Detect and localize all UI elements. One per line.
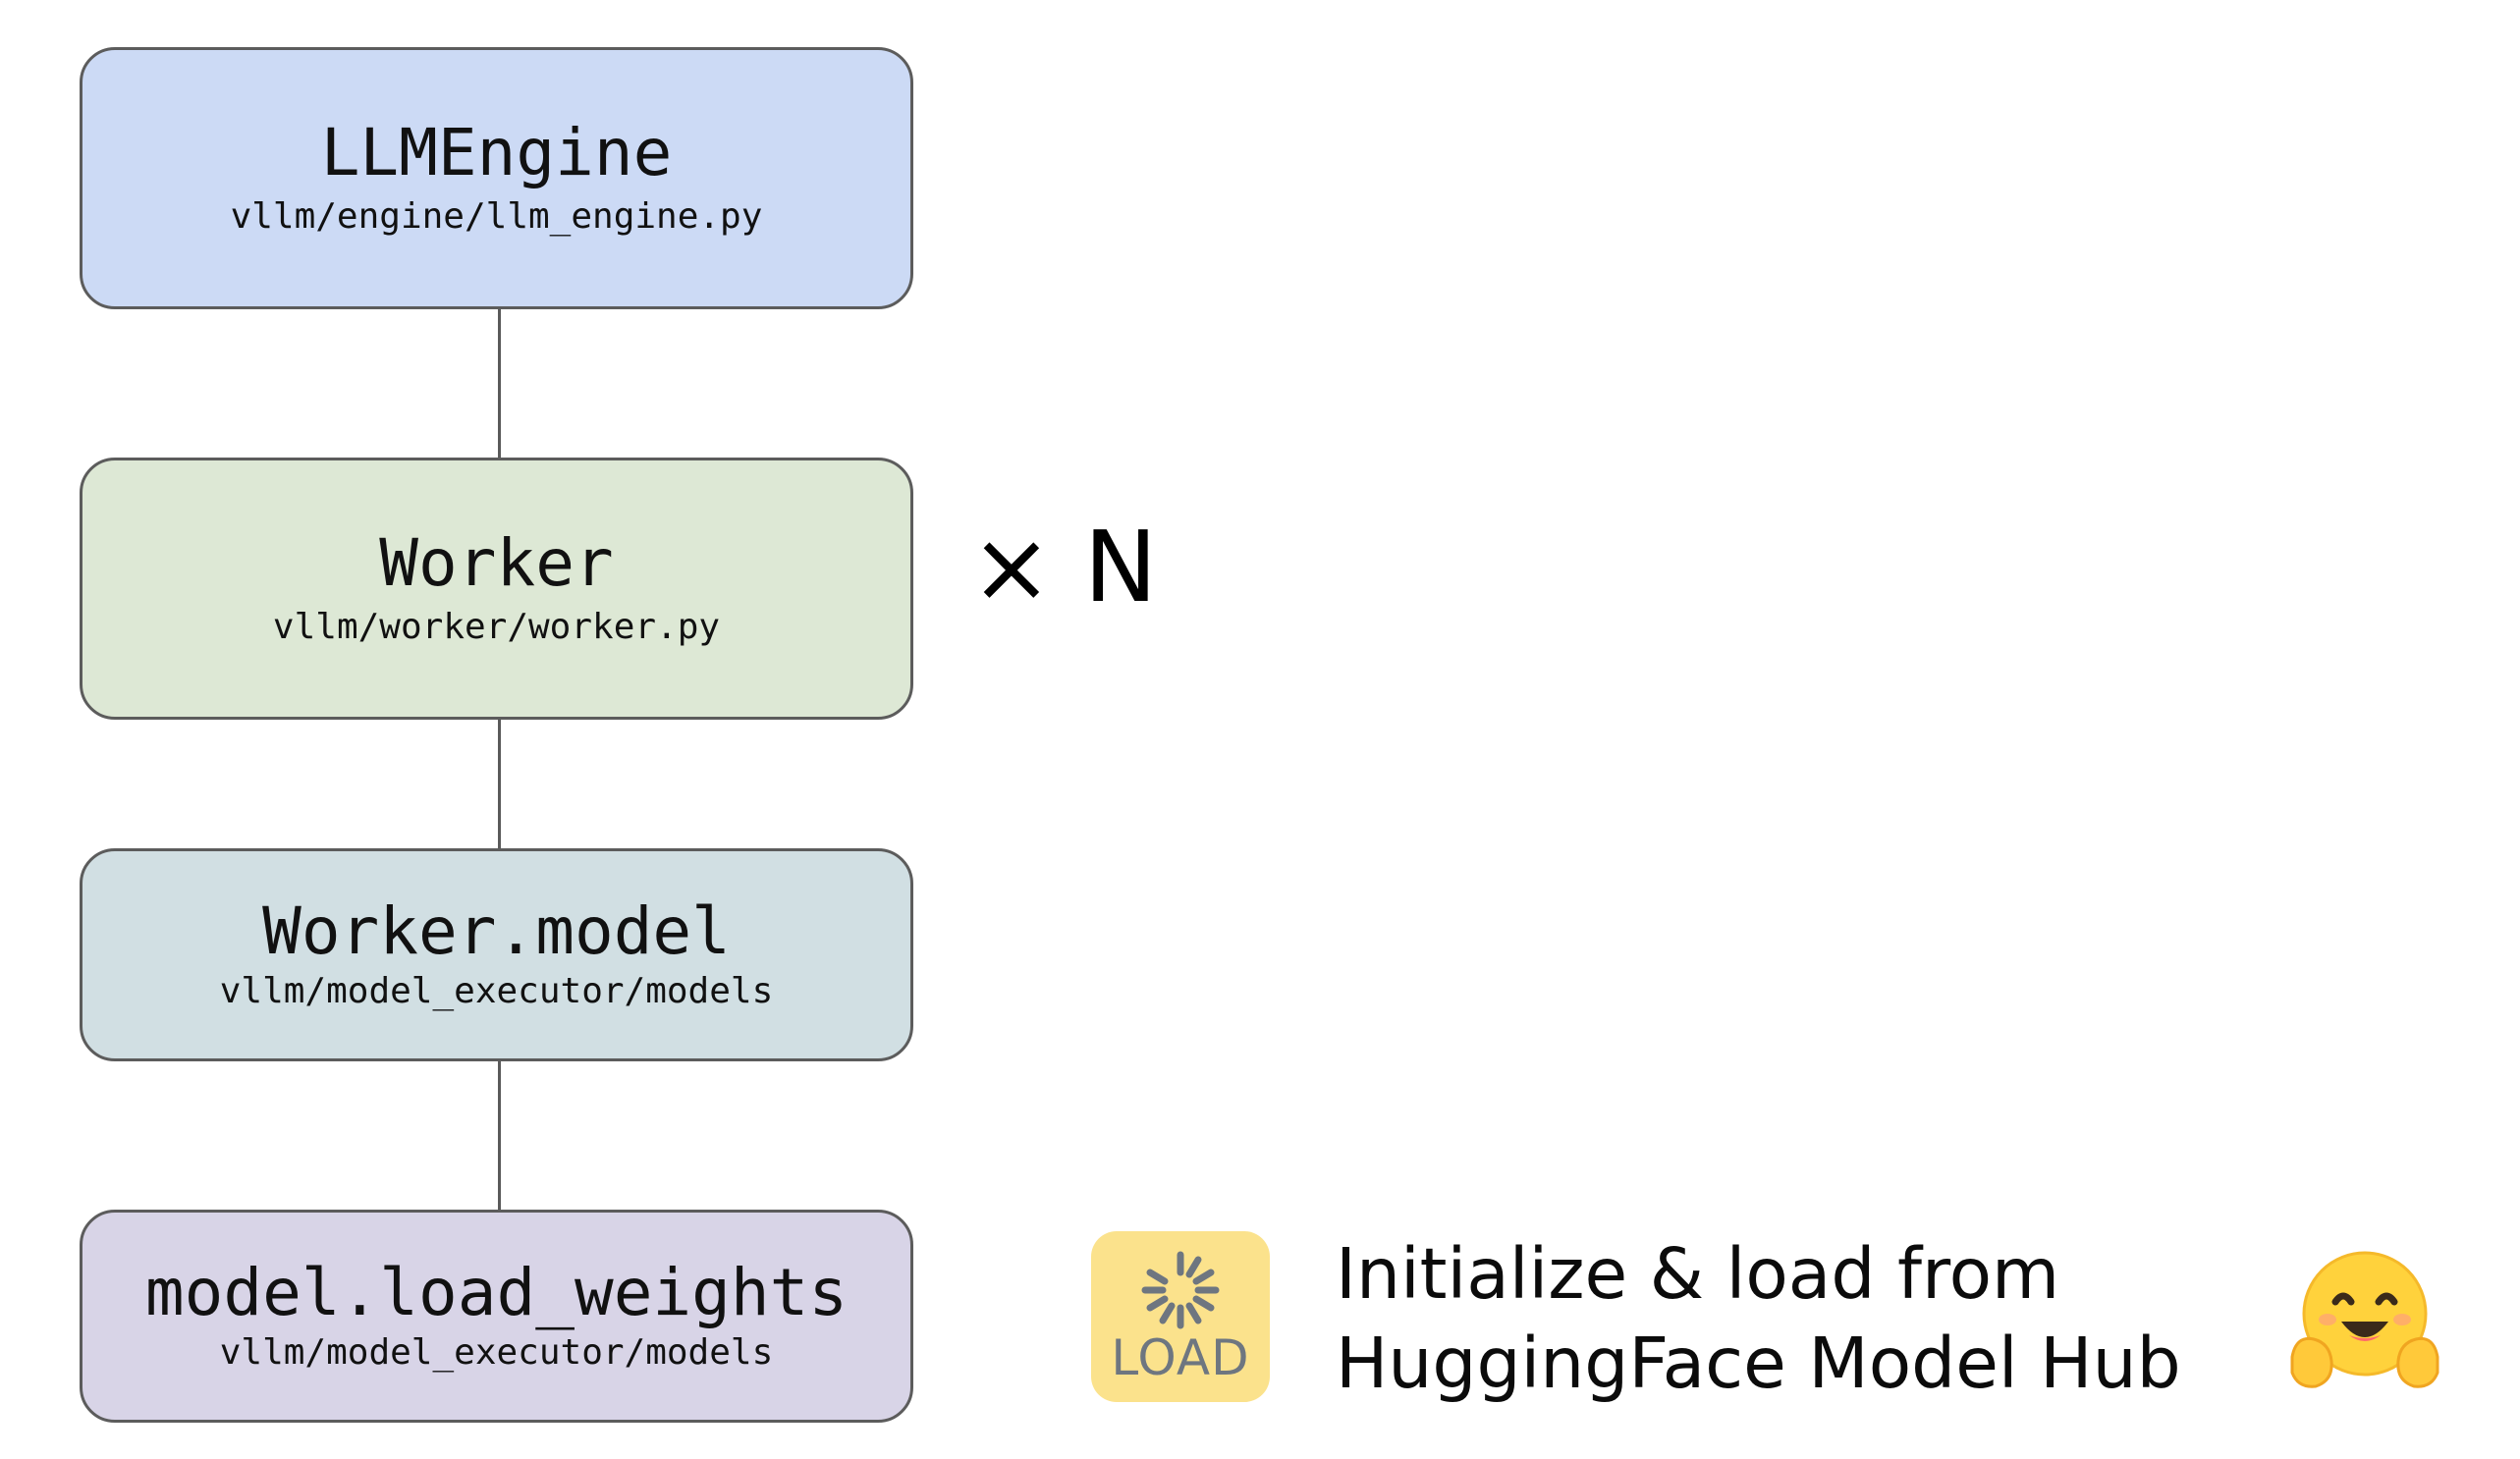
caption-line-2: HuggingFace Model Hub [1336,1323,2181,1404]
load-badge: LOAD [1091,1231,1270,1402]
box-title: Worker [379,525,614,602]
connector-model-load [498,1061,501,1210]
box-title: model.load_weights [144,1255,849,1331]
worker-box: Worker vllm/worker/worker.py [80,458,913,720]
load-label: LOAD [1111,1329,1250,1386]
load-weights-box: model.load_weights vllm/model_executor/m… [80,1210,913,1423]
box-path: vllm/worker/worker.py [272,607,721,648]
box-path: vllm/model_executor/models [219,1332,774,1374]
caption-line-1: Initialize & load from [1336,1233,2060,1315]
hugging-face-icon [2286,1251,2443,1399]
worker-multiplier: × N [970,510,1158,624]
box-title: LLMEngine [320,115,673,191]
load-caption: Initialize & load from HuggingFace Model… [1336,1229,2181,1408]
connector-engine-worker [498,309,501,458]
box-path: vllm/model_executor/models [219,971,774,1012]
llm-engine-box: LLMEngine vllm/engine/llm_engine.py [80,47,913,309]
worker-model-box: Worker.model vllm/model_executor/models [80,848,913,1061]
loading-spinner-icon [1141,1251,1220,1329]
box-path: vllm/engine/llm_engine.py [230,196,763,238]
box-title: Worker.model [262,893,731,970]
connector-worker-model [498,720,501,848]
